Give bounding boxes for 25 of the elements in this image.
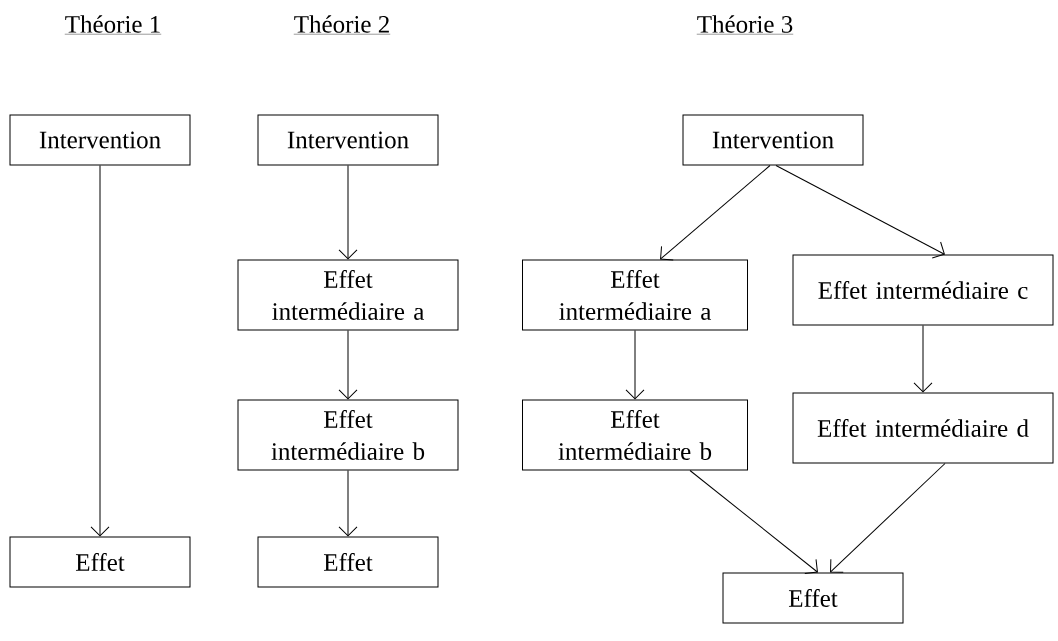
arrow [830, 463, 946, 573]
process-box: Effet [257, 536, 439, 588]
process-box: Effet intermédiaire d [792, 392, 1054, 464]
process-box: Intervention [682, 114, 864, 166]
arrow [338, 165, 358, 260]
process-box: Effet [722, 572, 904, 624]
process-box: Intervention [9, 114, 191, 166]
theory-heading: Théorie 2 [293, 15, 391, 35]
theory-heading: Théorie 3 [696, 15, 794, 35]
arrow [775, 165, 945, 259]
arrow [90, 165, 110, 537]
process-box: Effet intermédiaire c [792, 254, 1054, 326]
process-box: Effet intermédiaire b [237, 399, 459, 471]
arrow [338, 470, 358, 537]
process-box: Effet intermédiaire a [522, 259, 748, 331]
process-box: Effet intermédiaire a [237, 259, 459, 331]
process-box: Effet [9, 536, 191, 588]
arrow [689, 470, 818, 574]
arrow [625, 330, 645, 400]
arrow [660, 165, 771, 261]
arrow [913, 325, 933, 393]
theory-heading: Théorie 1 [64, 15, 162, 35]
process-box: Intervention [257, 114, 439, 166]
arrow [338, 330, 358, 400]
process-box: Effet intermédiaire b [522, 399, 748, 471]
